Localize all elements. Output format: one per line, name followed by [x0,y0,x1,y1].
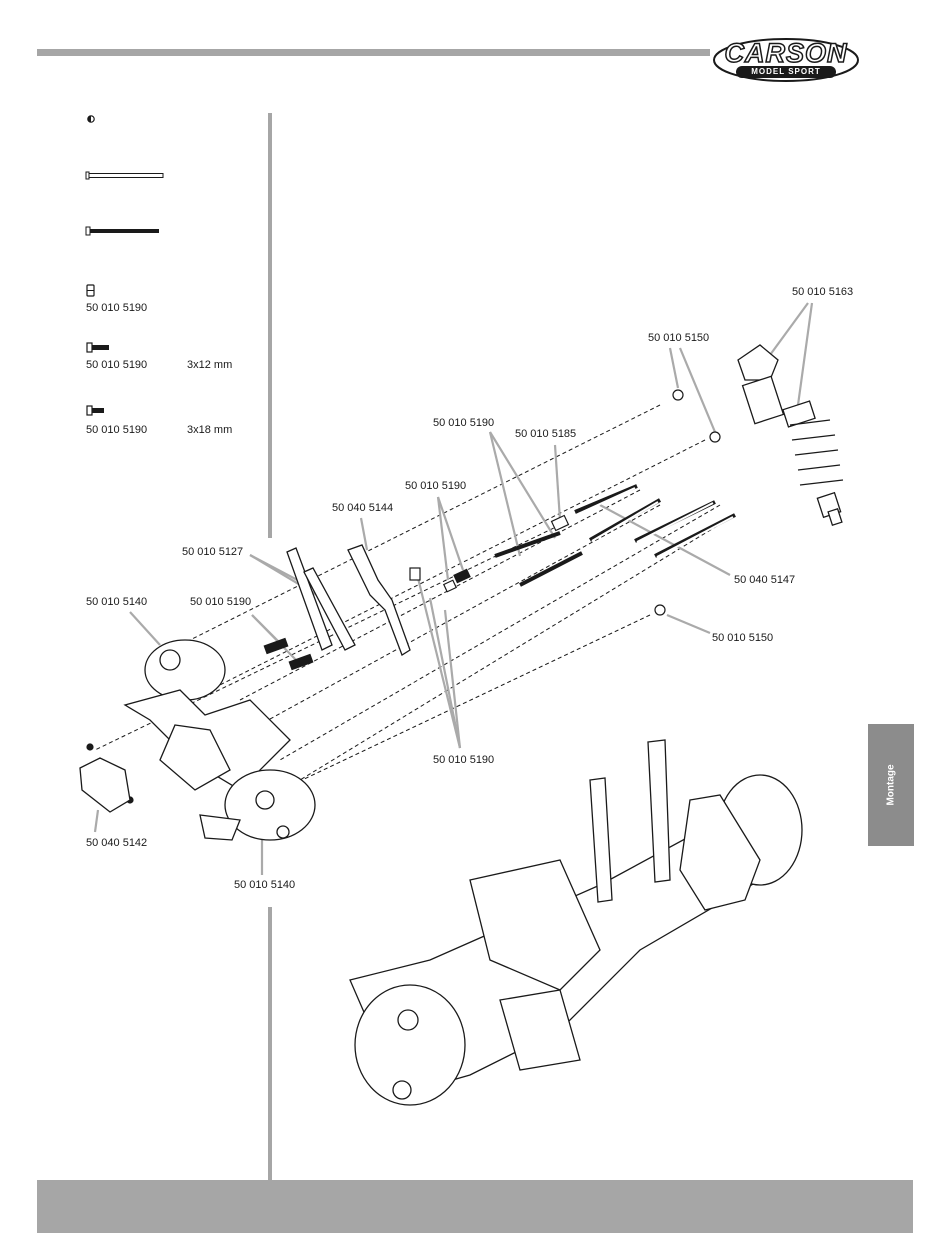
callout-label: 50 010 5190 [433,754,494,766]
section-tab: Montage [868,724,914,846]
section-tab-label: Montage [886,764,897,805]
callout-label: 50 040 5142 [86,837,147,849]
callout-label: 50 010 5163 [792,286,853,298]
callout-label: 50 010 5140 [234,879,295,891]
callout-label: 50 010 5185 [515,428,576,440]
callout-label: 50 040 5144 [332,502,393,514]
callout-label: 50 010 5150 [712,632,773,644]
body-posts [287,545,410,655]
shock-absorber [738,345,843,525]
callout-label: 50 010 5190 [190,596,251,608]
callout-label: 50 010 5190 [433,417,494,429]
callout-label: 50 010 5190 [405,480,466,492]
callout-label: 50 010 5140 [86,596,147,608]
assembled-chassis [350,740,802,1105]
callout-label: 50 010 5150 [648,332,709,344]
footer-bar [37,1180,913,1233]
callout-label: 50 010 5127 [182,546,243,558]
callout-label: 50 040 5147 [734,574,795,586]
